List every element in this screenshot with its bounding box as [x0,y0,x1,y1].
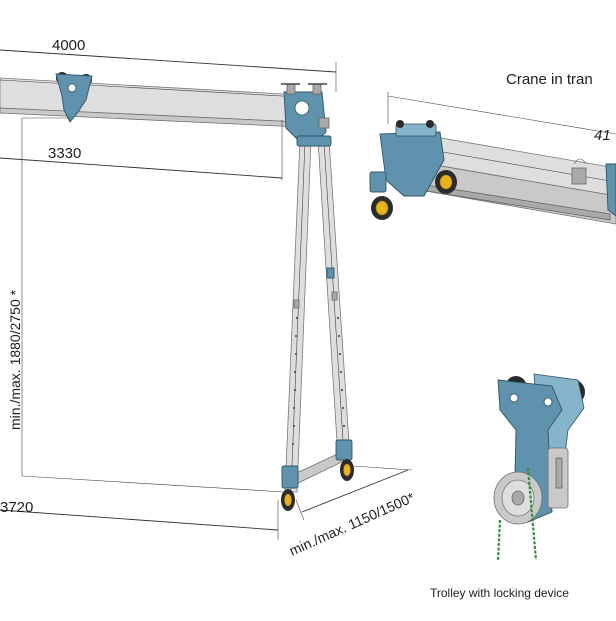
dimension-span: 3330 [0,117,283,476]
transport-dim-label: 41 [594,127,611,144]
crane-a-frame [284,135,351,493]
base-wheel-front [281,489,295,511]
leg-adjust-holes [291,316,346,446]
dimension-overall-length: 3720 [0,475,285,540]
dimension-beam-length: 4000 [0,37,337,92]
transport-view: Crane in tran 41 [369,71,616,225]
dimension-label-overall-length: 3720 [0,499,33,516]
trolley-chain-right [526,467,538,561]
crane-base [281,439,354,511]
trolley-chain-left [496,519,502,561]
dimension-label-span: 3330 [48,145,81,162]
dimension-height: min./max. 1880/2750 * [7,289,23,430]
transport-caption: Crane in tran [506,71,593,88]
beam-trolley [55,72,93,123]
trolley-pulley [493,471,543,525]
trolley-caption: Trolley with locking device [430,586,569,600]
dimension-label-beam-length: 4000 [52,37,85,54]
dimension-label-width: min./max. 1150/1500* [287,489,417,559]
beam-end-bracket [281,83,330,141]
trolley-detail: Trolley with locking device [430,373,585,600]
crane-main-beam [0,77,301,128]
dimension-width: min./max. 1150/1500* [287,465,417,559]
dimension-label-height: min./max. 1880/2750 * [7,289,23,430]
transport-wheel-2 [435,170,457,194]
base-wheel-rear [340,459,354,481]
transport-wheel-1 [371,196,393,220]
